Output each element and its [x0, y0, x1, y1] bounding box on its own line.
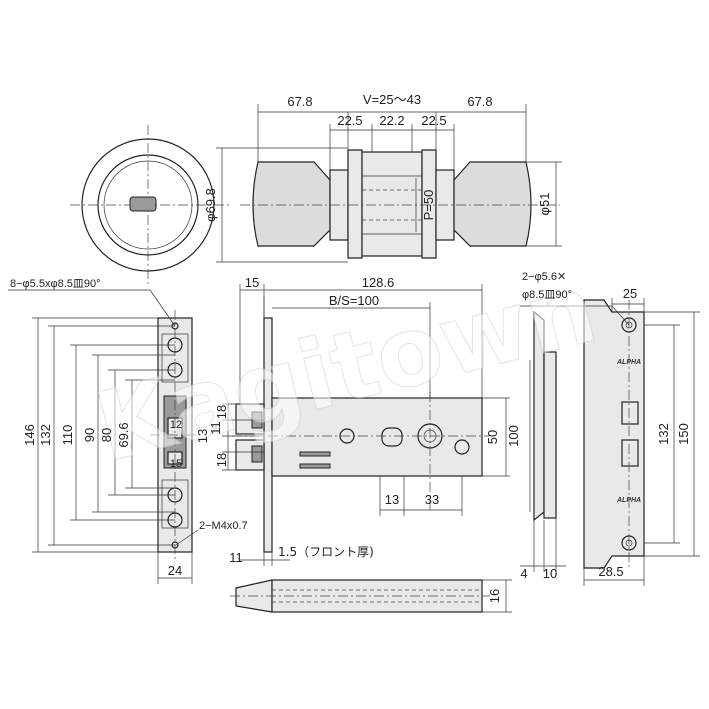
- dim-knob-diameter: φ51: [537, 193, 552, 216]
- dim-18-a: 18: [214, 405, 229, 419]
- dim-height-50: 50: [485, 430, 500, 444]
- dim-latch-15: 15: [170, 458, 182, 470]
- screw-holes-spec: 8−φ5.5xφ8.5皿90°: [10, 278, 101, 290]
- dim-strike-28-5: 28.5: [598, 564, 623, 579]
- key-cylinder-icon: [129, 196, 157, 212]
- dim-strike-width-25: 25: [623, 286, 637, 301]
- dim-rose-right: 22.5: [421, 113, 446, 128]
- dim-offset-11: 11: [229, 550, 243, 565]
- dim-backset: B/S=100: [329, 293, 379, 308]
- strike-holes-spec-1: 2−φ5.6✕: [522, 271, 566, 283]
- dim-33: 33: [425, 492, 439, 507]
- dim-height-90: 90: [82, 428, 97, 442]
- front-side-view: [520, 310, 566, 572]
- dim-door-range: V=25～43: [363, 92, 421, 107]
- dim-13-bottom: 13: [385, 492, 399, 507]
- dim-13: 13: [195, 429, 210, 443]
- dim-bottom-thickness: 16: [487, 589, 502, 603]
- front-plate-label: 1.5（フロント厚): [278, 545, 374, 559]
- brand-logo-top: ALPHA: [616, 359, 641, 366]
- dim-rose-diameter: φ69.8: [203, 188, 218, 222]
- dim-4: 4: [520, 566, 527, 581]
- dim-overall-right: 67.8: [467, 94, 492, 109]
- dim-overall-left: 67.8: [287, 94, 312, 109]
- dim-strike-150: 150: [676, 423, 691, 445]
- dim-case-width: 24: [168, 563, 182, 578]
- brand-logo-bottom: ALPHA: [616, 497, 641, 504]
- dim-10: 10: [543, 566, 557, 581]
- strike-holes-spec-2: φ8.5皿90°: [522, 289, 572, 301]
- dim-latch-12: 12: [170, 419, 182, 431]
- dim-height-80: 80: [99, 428, 114, 442]
- rose-front-view: [70, 125, 230, 285]
- dim-height-146: 146: [22, 424, 37, 446]
- dim-case-length: 128.6: [362, 275, 395, 290]
- dim-pitch: P=50: [421, 190, 436, 221]
- strike-plate-view: [520, 298, 700, 586]
- knob-side-view: [216, 104, 562, 263]
- dim-height-69-6: 69.6: [116, 422, 131, 447]
- dim-height-110: 110: [60, 425, 75, 446]
- case-side-view: [222, 284, 531, 566]
- dim-rose-left: 22.5: [337, 113, 362, 128]
- dim-front-thickness: 15: [245, 275, 259, 290]
- dim-18-b: 18: [214, 453, 229, 467]
- dim-strike-132: 132: [656, 423, 671, 445]
- dim-height-100: 100: [506, 425, 521, 447]
- case-top-view: [230, 579, 512, 613]
- dim-height-132: 132: [38, 424, 53, 446]
- dim-11: 11: [208, 421, 223, 435]
- case-front-view: [8, 289, 200, 584]
- dim-gap: 22.2: [379, 113, 404, 128]
- tap-spec: 2−M4x0.7: [199, 520, 248, 532]
